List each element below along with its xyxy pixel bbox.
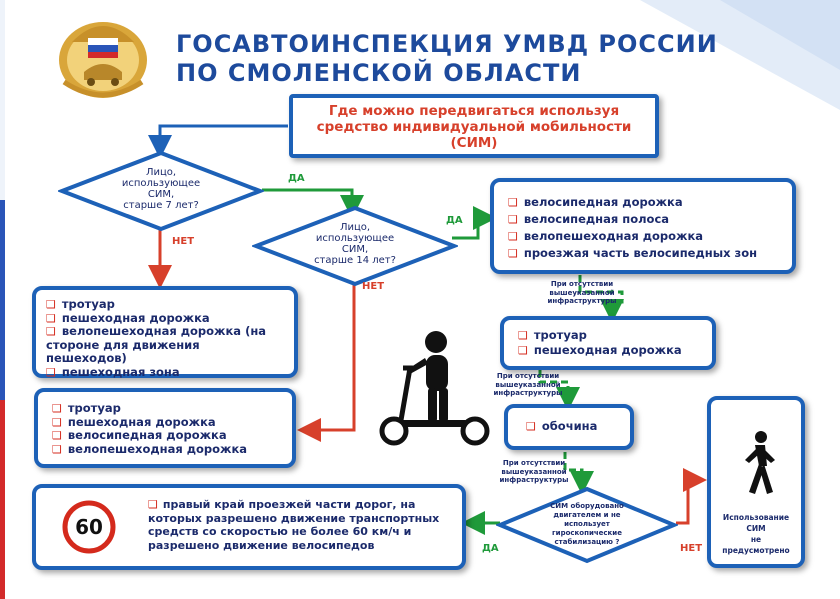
list-item: пешеходная зона: [46, 365, 284, 380]
list-item: тротуар: [52, 401, 278, 416]
header-title-line1: ГОСАВТОИНСПЕКЦИЯ УМВД РОССИИ: [176, 30, 718, 58]
list-item: велосипедная дорожка: [52, 428, 278, 443]
speed-limit-value: 60: [75, 515, 103, 539]
box-shoulder: обочина: [504, 404, 634, 450]
box-sidewalk: тротуар пешеходная дорожка: [500, 316, 716, 370]
header-title-line2: ПО СМОЛЕНСКОЙ ОБЛАСТИ: [176, 59, 582, 87]
speed-limit-sign-icon: [62, 500, 116, 554]
list-item: пешеходная дорожка: [52, 415, 278, 430]
tricolor-stripe: [0, 0, 5, 599]
header-swoosh: [640, 0, 840, 110]
yes-label-age7: ДА: [288, 173, 305, 184]
decision-age7-diamond: [58, 150, 264, 232]
decision-age7-text: Лицо,использующее СИМ,старше 7 лет?: [121, 167, 201, 211]
list-item: пешеходная дорожка: [46, 311, 284, 326]
box-over-14: велосипедная дорожка велосипедная полоса…: [490, 178, 796, 274]
gibdd-emblem: [59, 22, 147, 98]
box-age-7-14: тротуар пешеходная дорожка велосипедная …: [34, 388, 296, 468]
list-item: пешеходная дорожка: [518, 343, 698, 358]
question-box: Где можно передвигаться используя средст…: [289, 94, 659, 158]
decision-age14-text: Лицо,использующее СИМ,старше 14 лет?: [314, 222, 396, 266]
list-item: тротуар: [518, 328, 698, 343]
box-road-edge: 60 ❑правый край проезжей части дорог, на…: [32, 484, 466, 570]
question-line1: Где можно передвигаться используя: [328, 103, 620, 119]
question-line2: средство индивидуальной мобильности: [316, 119, 632, 135]
no-label-age14: НЕТ: [362, 281, 385, 292]
list-item: обочина: [526, 419, 612, 434]
road-edge-text: ❑правый край проезжей части дорог, на ко…: [148, 498, 440, 552]
yes-label-engine: ДА: [482, 543, 499, 554]
list-item: велопешеходная дорожка: [52, 442, 278, 457]
list-item: тротуар: [46, 297, 284, 312]
prohibited-text: Использование СИМ не предусмотрено: [722, 513, 790, 555]
pedestrian-icon: [745, 431, 775, 494]
list-item: велопешеходная дорожка (на стороне для д…: [46, 324, 284, 366]
decision-engine-diamond: [496, 486, 678, 564]
yes-label-age14: ДА: [446, 215, 463, 226]
no-label-age7: НЕТ: [172, 236, 195, 247]
list-item: велосипедная полоса: [508, 211, 778, 228]
box-prohibited: Использование СИМ не предусмотрено: [707, 396, 805, 568]
question-line3: (СИМ): [450, 135, 498, 151]
list-item: велопешеходная дорожка: [508, 228, 778, 245]
box-under-7: тротуар пешеходная дорожка велопешеходна…: [32, 286, 298, 378]
decision-age14-diamond: [252, 205, 458, 287]
list-item: проезжая часть велосипедных зон: [508, 245, 778, 262]
list-item: велосипедная дорожка: [508, 194, 778, 211]
scooter-rider-icon: [379, 331, 490, 446]
no-label-engine: НЕТ: [680, 543, 703, 554]
